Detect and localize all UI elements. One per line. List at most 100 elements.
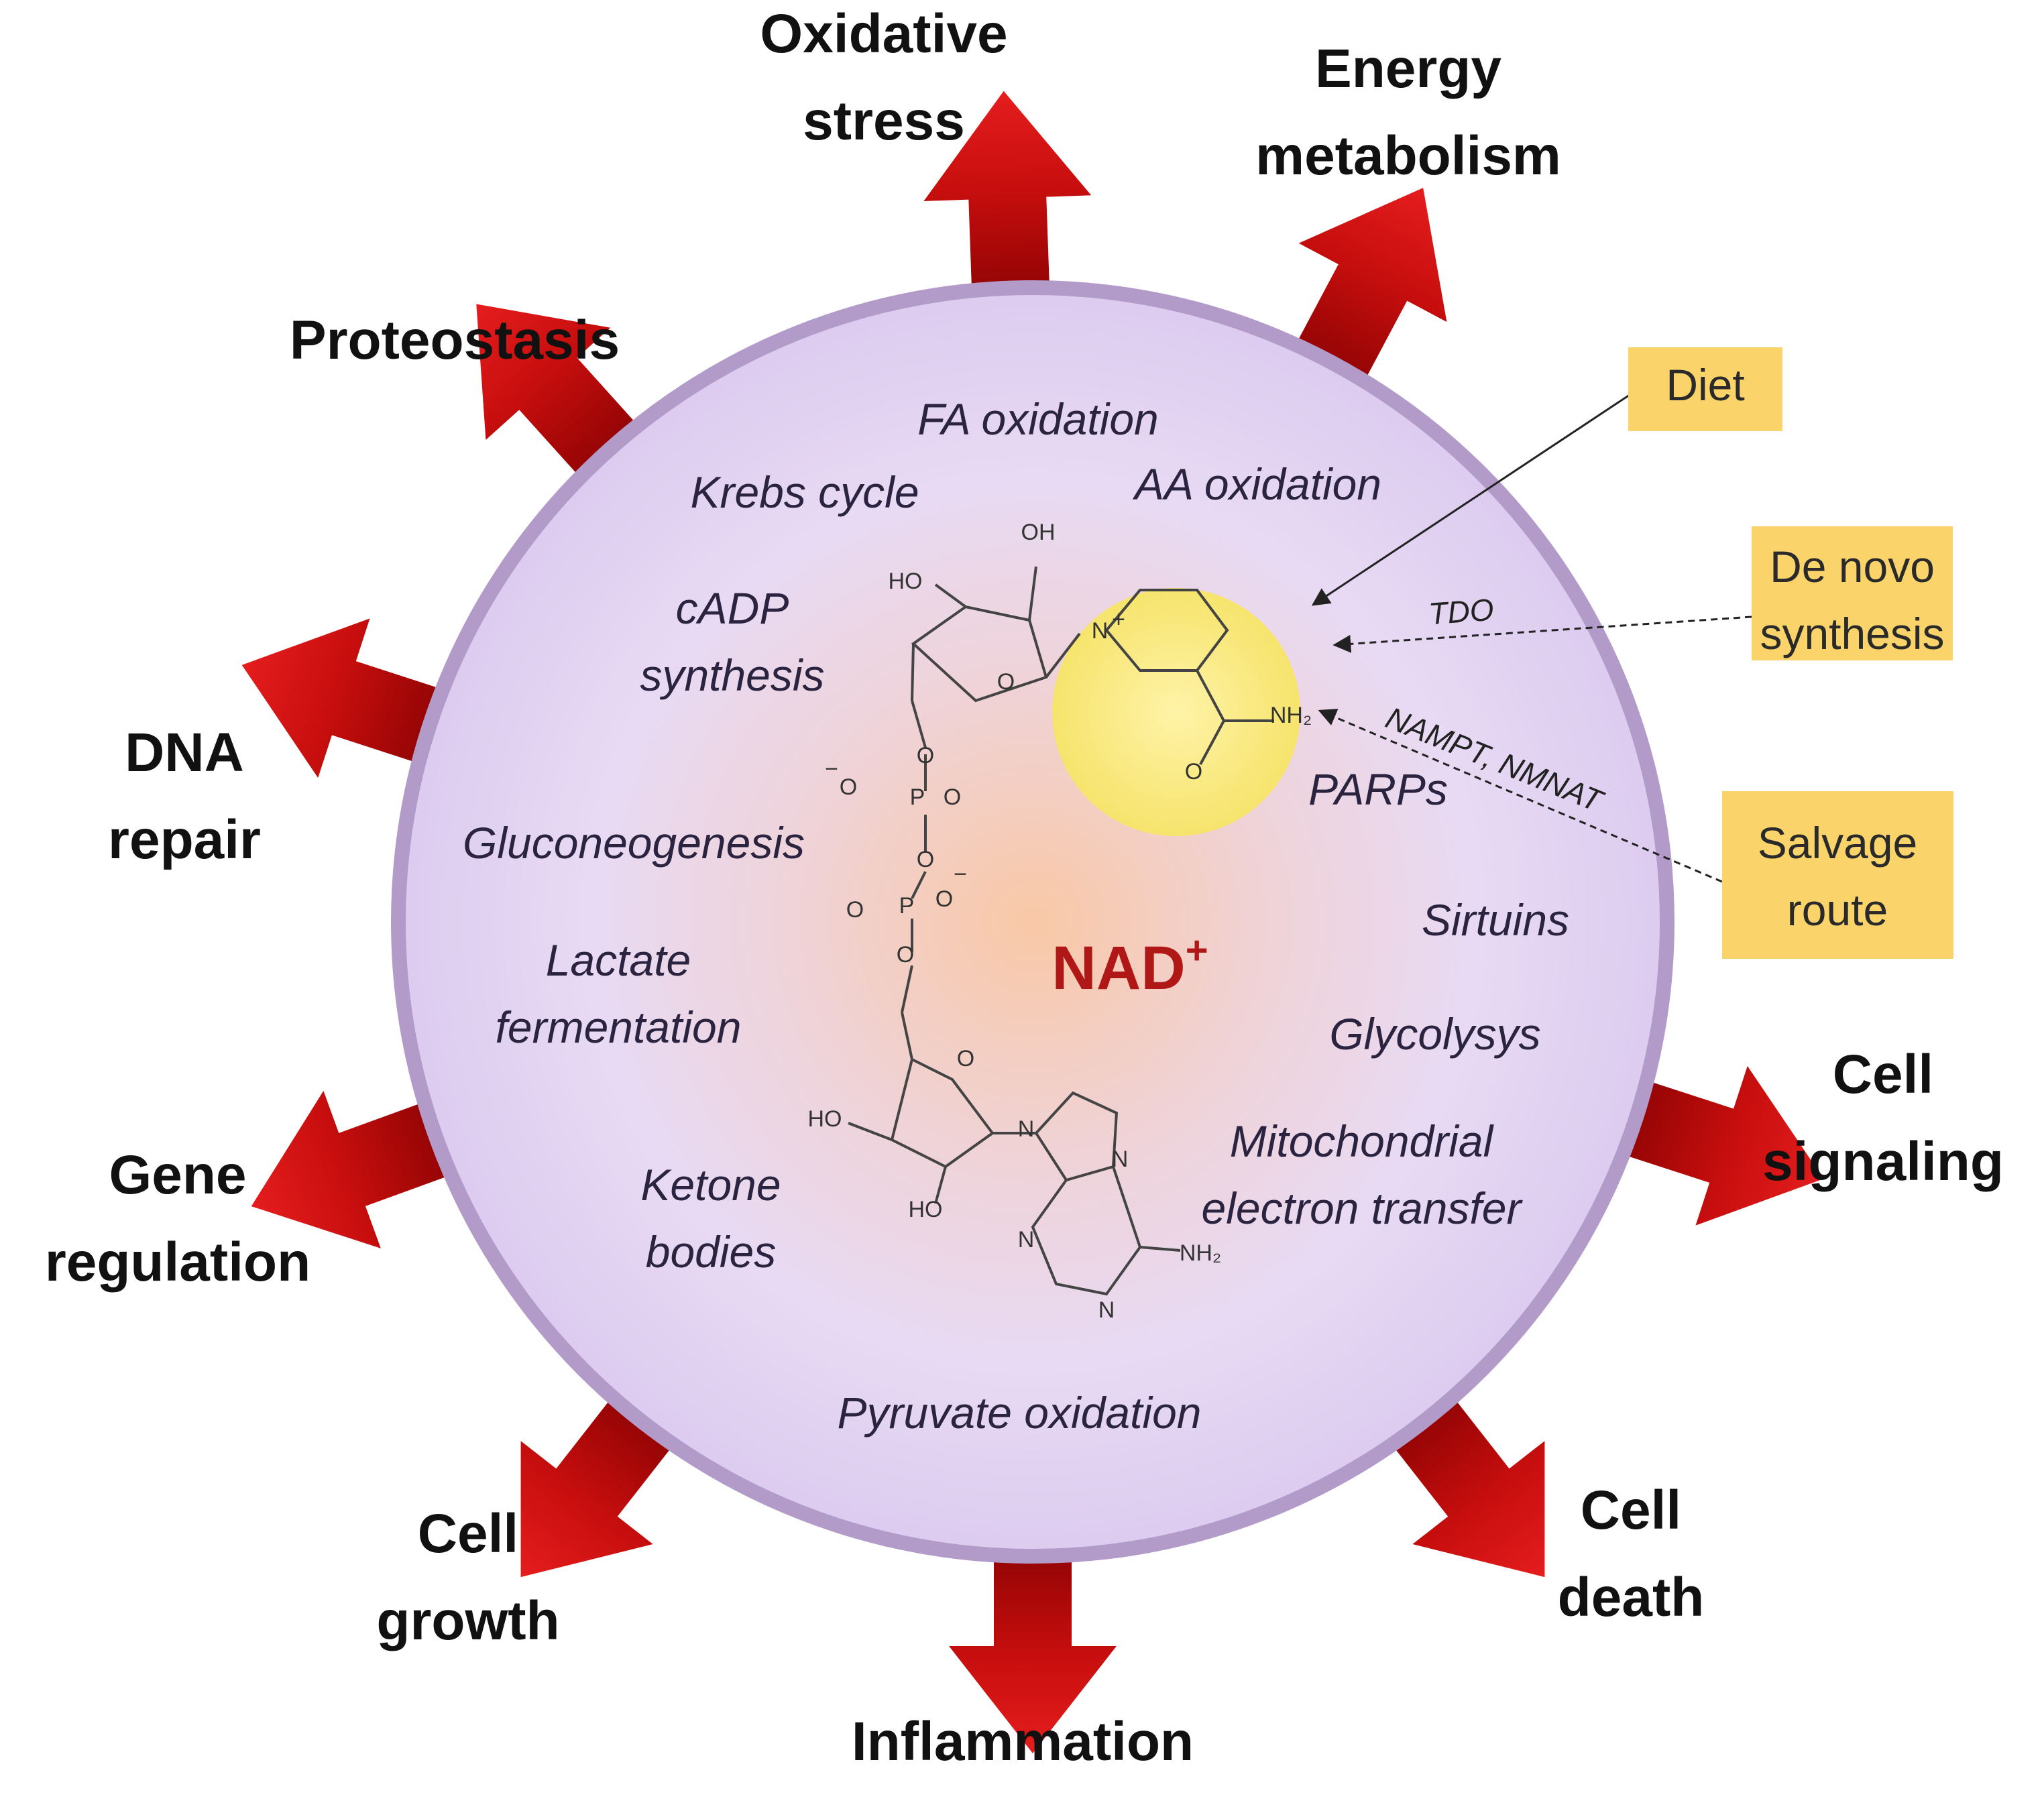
outcome-label-inflammation-line: Inflammation (852, 1711, 1194, 1772)
nad-disc (391, 280, 1674, 1564)
outcome-label-inflammation: Inflammation (852, 1711, 1194, 1772)
atom-label-o: O (840, 774, 857, 800)
source-de-novo-synthesis-label-line: De novo (1770, 542, 1935, 591)
process-label-glycolysys-line: Glycolysys (1329, 1009, 1540, 1059)
outcome-label-cell-death-line: Cell (1581, 1480, 1681, 1541)
source-de-novo-synthesis-box (1752, 526, 1953, 660)
process-label-pyruvate-oxidation: Pyruvate oxidation (838, 1388, 1202, 1438)
atom-label-o: O (846, 897, 864, 923)
atom-label-nh2: NH₂ (1180, 1240, 1221, 1266)
outcome-label-dna-repair: DNA repair (108, 722, 261, 870)
nad-superscript: + (1186, 929, 1208, 972)
source-de-novo-synthesis-label-line: synthesis (1760, 609, 1944, 658)
source-de-novo-synthesis-connector (1332, 616, 1752, 653)
process-label-parps-line: PARPs (1308, 764, 1448, 814)
outcome-label-dna-repair-line: DNA (125, 722, 244, 783)
process-label-aa-oxidation-line: AA oxidation (1132, 459, 1381, 509)
process-label-mitochondrial-electron-transfer-line: electron transfer (1202, 1183, 1524, 1233)
atom-label-minus: − (954, 862, 967, 887)
outcome-label-dna-repair-line: repair (108, 809, 261, 870)
atom-label-minus: − (825, 756, 838, 782)
process-label-fa-oxidation: FA oxidation (917, 394, 1159, 444)
arrow-inflammation (949, 1512, 1117, 1753)
arrow-oxidative-stress-shape (923, 91, 1092, 334)
outcome-label-gene-regulation-line: regulation (45, 1232, 310, 1293)
atom-label-plus: + (1112, 607, 1125, 632)
atom-label-o: O (997, 669, 1015, 695)
process-label-gluconeogenesis-line: Gluconeogenesis (463, 818, 805, 868)
imidazole-ring (1034, 1091, 1119, 1182)
process-label-lactate-fermentation-line: fermentation (496, 1002, 742, 1052)
process-label-fa-oxidation-line: FA oxidation (917, 394, 1159, 444)
source-de-novo-synthesis-label: De novo synthesis (1760, 542, 1944, 658)
outcome-label-cell-growth-line: growth (376, 1590, 559, 1651)
process-label-krebs-cycle: Krebs cycle (690, 467, 919, 517)
source-salvage-route-box (1722, 791, 1953, 959)
atom-label-o: O (935, 886, 953, 912)
outcome-label-energy-metabolism-line: metabolism (1255, 125, 1561, 186)
atom-label-o: O (944, 784, 961, 810)
outcome-label-proteostasis: Proteostasis (290, 310, 620, 371)
nicotinamide-highlight (1052, 588, 1300, 836)
outcome-label-oxidative-stress: Oxidative stress (760, 3, 1007, 152)
outcome-label-cell-signaling-line: Cell (1833, 1044, 1933, 1105)
pyrimidine-ring (1031, 1166, 1142, 1296)
process-label-sirtuins-line: Sirtuins (1422, 895, 1569, 945)
nad-center-label: NAD+ (1052, 929, 1208, 1002)
source-de-novo-synthesis: De novo synthesis TDO (1332, 526, 1953, 660)
enzyme-label-de-novo-synthesis: TDO (1428, 592, 1495, 632)
process-label-cadp-synthesis: cADP synthesis (640, 583, 824, 700)
process-label-sirtuins: Sirtuins (1422, 895, 1569, 945)
process-label-cadp-synthesis-line: cADP (676, 583, 789, 633)
outcome-label-proteostasis-line: Proteostasis (290, 310, 620, 371)
pyridinium-ring (1104, 589, 1229, 672)
arrow-inflammation-shape (949, 1512, 1117, 1753)
atom-label-n: N (1018, 1116, 1035, 1142)
atom-label-n: N (1092, 618, 1109, 644)
process-label-cadp-synthesis-line: synthesis (640, 650, 824, 700)
outcome-label-cell-signaling-line: signaling (1762, 1131, 2004, 1192)
source-diet-box (1628, 347, 1782, 431)
process-label-lactate-fermentation-line: Lactate (546, 935, 691, 985)
atom-label-ho: HO (909, 1197, 943, 1222)
outcome-label-cell-death-line: death (1558, 1567, 1705, 1628)
source-diet-label: Diet (1666, 360, 1744, 410)
outcome-label-oxidative-stress-line: Oxidative (760, 3, 1007, 64)
process-label-krebs-cycle-line: Krebs cycle (690, 467, 919, 517)
process-label-mitochondrial-electron-transfer-line: Mitochondrial (1230, 1116, 1495, 1166)
upper-ribose-ring (911, 605, 1048, 703)
process-label-glycolysys: Glycolysys (1329, 1009, 1540, 1059)
process-label-gluconeogenesis: Gluconeogenesis (463, 818, 805, 868)
atom-label-oh: OH (1021, 520, 1056, 545)
process-label-ketone-bodies-line: bodies (646, 1227, 777, 1277)
atom-label-ho: HO (808, 1106, 842, 1132)
atom-label-o: O (897, 942, 914, 968)
outcome-label-oxidative-stress-line: stress (803, 91, 965, 152)
outcome-label-cell-growth-line: Cell (418, 1503, 518, 1564)
process-label-mitochondrial-electron-transfer: Mitochondrial electron transfer (1202, 1116, 1524, 1233)
outcome-label-cell-growth: Cell growth (376, 1503, 559, 1651)
source-diet-connector (1311, 391, 1634, 606)
atom-label-n: N (1018, 1227, 1035, 1252)
atom-label-o: O (1185, 759, 1202, 784)
nad-plus-text: NAD+ (1052, 929, 1208, 1002)
source-diet-label-line: Diet (1666, 360, 1744, 410)
arrow-oxidative-stress (923, 91, 1092, 334)
atom-label-o: O (957, 1046, 974, 1071)
atom-label-o: O (917, 847, 934, 872)
nad-text: NAD (1052, 934, 1185, 1002)
source-diet: Diet (1311, 347, 1782, 606)
source-salvage-route-label-line: Salvage (1758, 818, 1918, 868)
outcome-label-cell-signaling: Cell signaling (1762, 1044, 2004, 1192)
process-label-pyruvate-oxidation-line: Pyruvate oxidation (838, 1388, 1202, 1438)
process-label-aa-oxidation: AA oxidation (1132, 459, 1381, 509)
